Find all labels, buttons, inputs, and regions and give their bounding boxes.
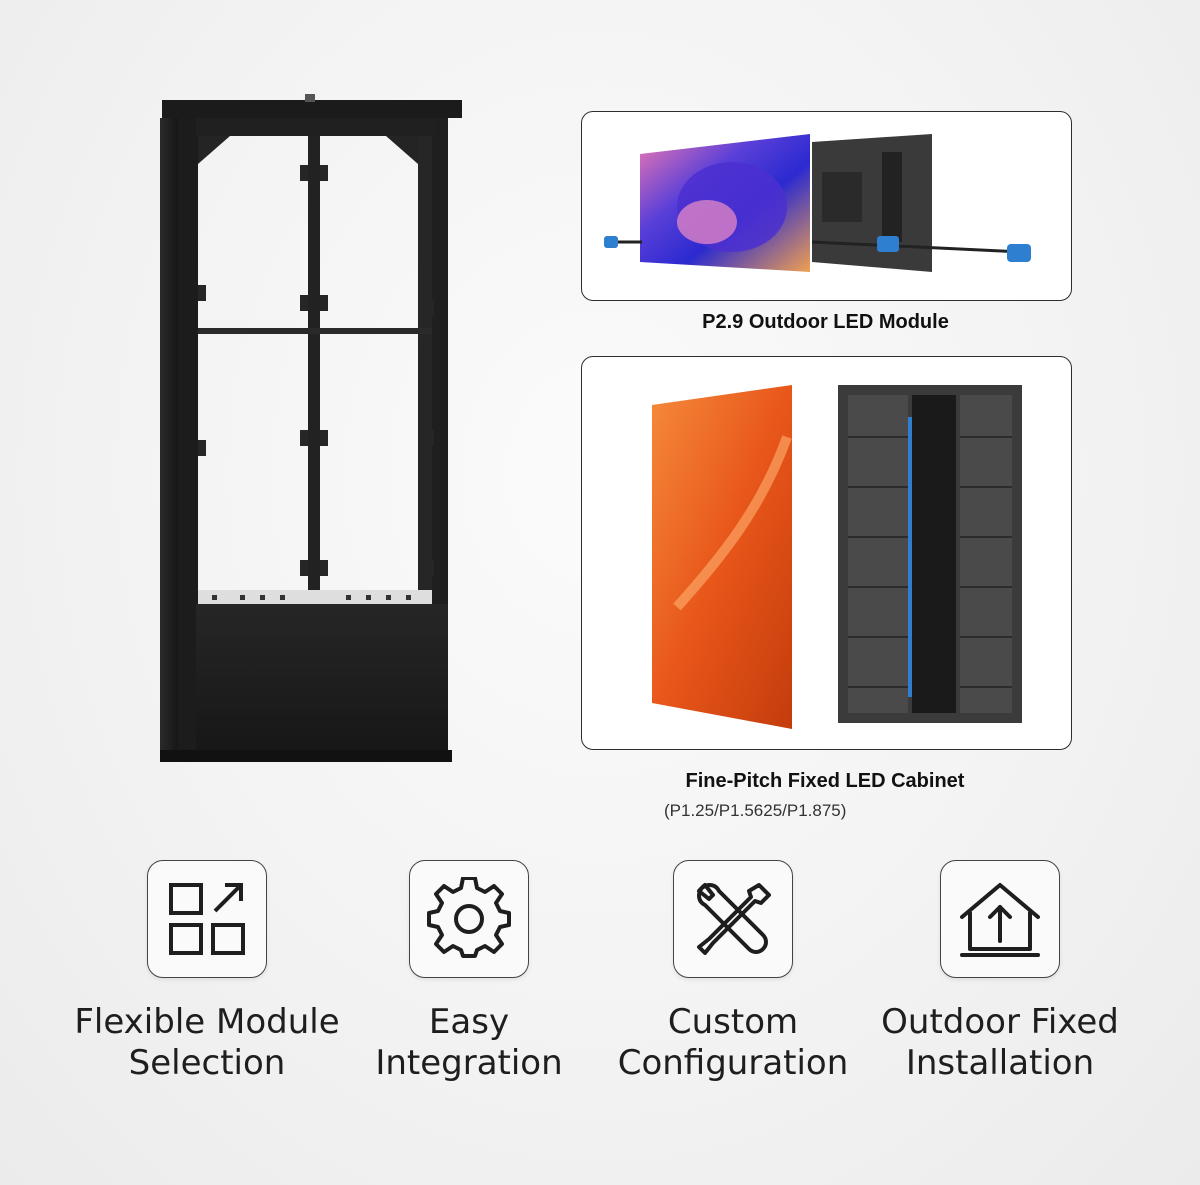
led-module-image xyxy=(604,134,1031,272)
feature-label-line1: Outdoor Fixed xyxy=(881,1002,1119,1042)
feature-flexible-module: Flexible Module Selection xyxy=(72,860,342,1084)
led-cabinet-image xyxy=(652,385,1022,729)
feature-custom-configuration: Custom Configuration xyxy=(598,860,868,1084)
feature-label-line1: Easy xyxy=(428,1002,510,1042)
cabinet-pitch-options: (P1.25/P1.5625/P1.875) xyxy=(664,801,847,820)
cabinet-caption: Fine-Pitch Fixed LED Cabinet xyxy=(685,770,965,792)
house-arrow-icon xyxy=(960,883,1040,957)
feature-label: Outdoor Fixed Installation xyxy=(865,1002,1135,1084)
feature-icon-box xyxy=(673,860,793,978)
feature-label-line2: Selection xyxy=(128,1043,286,1083)
feature-label: Easy Integration xyxy=(334,1002,604,1084)
feature-icon-box xyxy=(940,860,1060,978)
feature-label-line2: Integration xyxy=(375,1043,563,1083)
feature-icon-box xyxy=(147,860,267,978)
feature-label-line1: Custom xyxy=(667,1002,799,1042)
led-module-card xyxy=(581,111,1072,301)
display-frame-image xyxy=(150,90,480,770)
module-caption: P2.9 Outdoor LED Module xyxy=(702,311,949,333)
feature-label-line2: Configuration xyxy=(617,1043,849,1083)
led-cabinet-card xyxy=(581,356,1072,750)
feature-label-line2: Installation xyxy=(905,1043,1095,1083)
feature-outdoor-installation: Outdoor Fixed Installation xyxy=(865,860,1135,1084)
feature-label: Flexible Module Selection xyxy=(72,1002,342,1084)
wrench-screwdriver-icon xyxy=(697,883,771,955)
frame-drawing xyxy=(160,94,462,762)
grid-expand-icon xyxy=(169,883,245,955)
feature-label: Custom Configuration xyxy=(598,1002,868,1084)
feature-label-line1: Flexible Module xyxy=(74,1002,340,1042)
gear-icon xyxy=(427,877,511,958)
feature-icon-box xyxy=(409,860,529,978)
feature-easy-integration: Easy Integration xyxy=(334,860,604,1084)
